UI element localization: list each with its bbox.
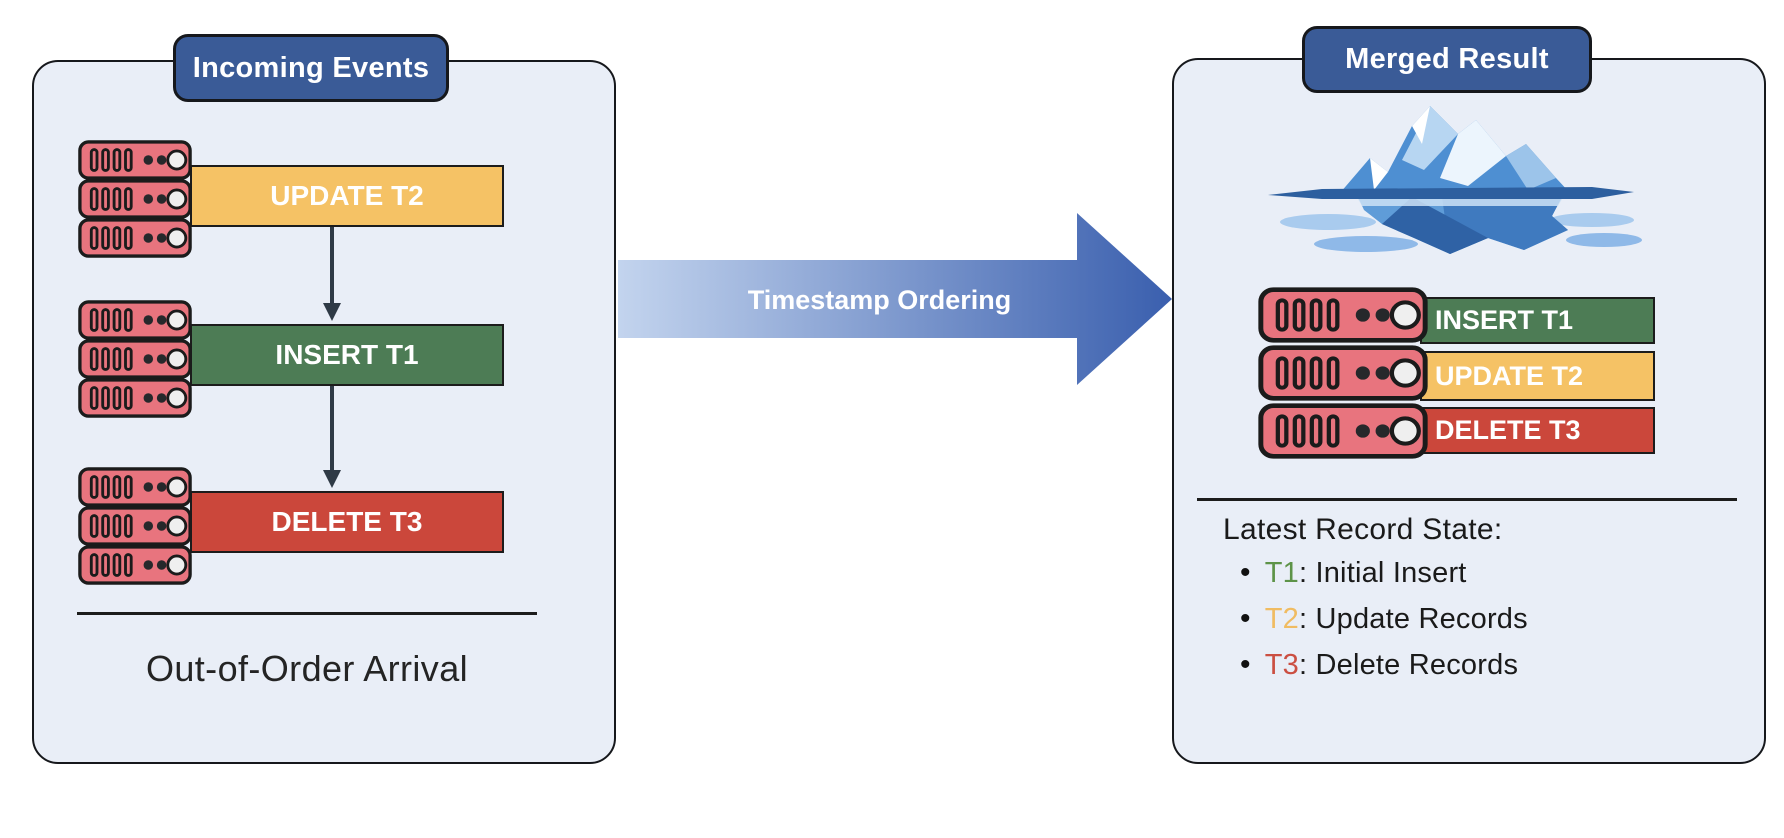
server-icon	[78, 545, 192, 585]
state-desc: : Initial Insert	[1298, 557, 1467, 589]
server-icon	[78, 378, 192, 418]
bullet-icon: •	[1240, 602, 1251, 635]
iceberg-icon	[1268, 106, 1642, 254]
merged-result-title-badge: Merged Result	[1302, 26, 1592, 93]
merged-bar-update-t2: UPDATE T2	[1420, 351, 1655, 401]
timestamp-ordering-arrow	[618, 213, 1172, 385]
event-bar-delete-t3: DELETE T3	[190, 491, 504, 553]
state-item-t1: • T1 : Initial Insert	[1240, 556, 1528, 602]
event-bar-label: DELETE T3	[1435, 415, 1581, 445]
merged-bar-insert-t1: INSERT T1	[1420, 297, 1655, 344]
state-key: T2	[1264, 603, 1299, 635]
event-bar-label: DELETE T3	[271, 506, 423, 537]
server-icon	[1258, 403, 1428, 459]
server-icon	[78, 179, 192, 219]
server-icon	[1258, 345, 1428, 401]
timestamp-ordering-label: Timestamp Ordering	[747, 284, 1012, 315]
server-icon	[78, 218, 192, 258]
state-desc: : Delete Records	[1298, 649, 1519, 681]
state-item-t3: • T3 : Delete Records	[1240, 648, 1528, 694]
merged-bar-delete-t3: DELETE T3	[1420, 407, 1655, 454]
server-icon	[1258, 287, 1428, 343]
event-bar-label: INSERT T1	[275, 339, 419, 370]
right-panel-divider	[1197, 498, 1737, 501]
flow-arrow-down-icon	[323, 225, 341, 321]
server-icon	[78, 300, 192, 340]
server-icon	[78, 467, 192, 507]
out-of-order-caption: Out-of-Order Arrival	[145, 648, 469, 689]
state-desc: : Update Records	[1298, 603, 1528, 635]
event-bar-label: UPDATE T2	[270, 180, 424, 211]
flow-arrow-down-icon	[323, 384, 341, 488]
server-icon	[78, 506, 192, 546]
event-bar-insert-t1: INSERT T1	[190, 324, 504, 386]
latest-record-state-list: • T1 : Initial Insert • T2 : Update Reco…	[1240, 556, 1528, 694]
event-bar-update-t2: UPDATE T2	[190, 165, 504, 227]
event-bar-label: INSERT T1	[1435, 305, 1574, 335]
left-panel-divider	[77, 612, 537, 615]
merged-result-title: Merged Result	[1345, 43, 1549, 75]
state-key: T1	[1264, 557, 1299, 589]
server-icon	[78, 140, 192, 180]
state-item-t2: • T2 : Update Records	[1240, 602, 1528, 648]
bullet-icon: •	[1240, 648, 1251, 681]
latest-record-state-heading: Latest Record State:	[1223, 513, 1503, 546]
event-bar-label: UPDATE T2	[1435, 360, 1584, 391]
server-icon	[78, 339, 192, 379]
incoming-events-title: Incoming Events	[192, 51, 430, 84]
state-key: T3	[1264, 649, 1299, 681]
bullet-icon: •	[1240, 556, 1251, 589]
incoming-events-title-badge: Incoming Events	[173, 34, 449, 102]
